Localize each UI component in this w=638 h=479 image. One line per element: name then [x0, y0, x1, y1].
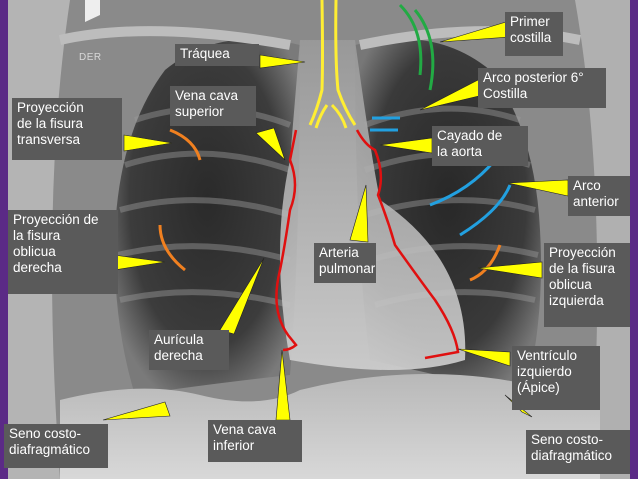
label-vena-cava-inferior: Vena cava inferior	[208, 420, 302, 462]
label-ventriculo-izquierdo: Ventrículo izquierdo (Ápice)	[512, 346, 600, 410]
mediastinum-shadow	[280, 40, 466, 370]
label-seno-costo-izquierdo: Seno costo- diafragmático	[526, 430, 630, 474]
side-marker: DER	[79, 52, 102, 63]
pointer-traquea	[259, 54, 306, 69]
label-auricula-derecha: Aurícula derecha	[149, 330, 229, 370]
pointer-fisura-transversa	[123, 134, 173, 152]
label-fisura-oblicua-der: Proyección de la fisura oblicua derecha	[8, 210, 118, 294]
label-arteria-pulmonar: Arteria pulmonar	[314, 243, 376, 283]
pointer-arteria-pulmonar	[349, 184, 369, 243]
corner-marker-icon	[85, 0, 100, 22]
pointer-vena-cava-superior	[255, 127, 286, 161]
soft-tissue-left	[575, 0, 630, 479]
label-traquea: Tráquea	[175, 44, 259, 66]
pointer-ventriculo-izquierdo	[457, 348, 511, 367]
label-vena-cava-superior: Vena cava superior	[170, 86, 256, 126]
diaphragm-abdomen	[60, 374, 600, 479]
label-cayado-aorta: Cayado de la aorta	[432, 126, 528, 166]
trachea-outline	[308, 0, 357, 129]
pointer-fisura-oblicua-izq	[477, 261, 543, 279]
label-seno-costo-derecho: Seno costo- diafragmático	[4, 424, 108, 468]
cardiovascular-contours	[275, 129, 460, 360]
label-fisura-transversa: Proyección de la fisura transversa	[12, 98, 122, 160]
label-arco-anterior: Arco anterior	[568, 176, 630, 216]
first-rib-arcs	[398, 3, 435, 91]
label-arco-posterior: Arco posterior 6° Costilla	[478, 68, 606, 108]
right-lung-field	[114, 38, 301, 395]
right-clavicle	[58, 26, 291, 50]
label-primer-costilla: Primer costilla	[505, 12, 563, 56]
pointer-seno-der	[102, 401, 171, 421]
label-fisura-oblicua-izq: Proyección de la fisura oblicua izquierd…	[544, 243, 630, 327]
